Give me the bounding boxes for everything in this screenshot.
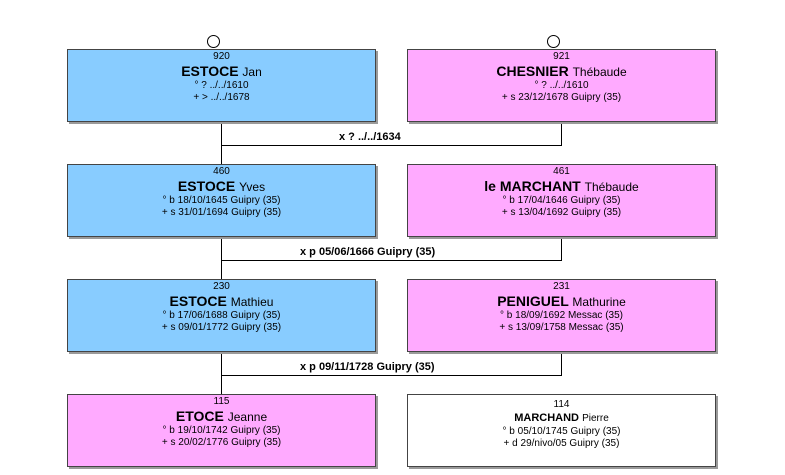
sosa-number: 460	[213, 166, 230, 177]
death-info: + s 09/01/1772 Guipry (35)	[161, 322, 282, 333]
ancestor-marker-921[interactable]	[547, 35, 560, 48]
birth-info: ° b 18/09/1692 Messac (35)	[500, 310, 623, 321]
given-name: Pierre	[582, 413, 609, 424]
death-info: + s 31/01/1694 Guipry (35)	[161, 207, 282, 218]
surname: ESTOCE	[177, 178, 236, 194]
surname: ETOCE	[175, 408, 224, 424]
death-info: + s 13/09/1758 Messac (35)	[499, 322, 624, 333]
person-card-920[interactable]: 920 ESTOCE Jan ° ? ../../1610 + > ../../…	[67, 49, 376, 122]
sosa-number: 114	[553, 399, 570, 410]
connector-to-115	[221, 375, 222, 394]
surname: MARCHAND	[514, 412, 580, 424]
marriage-label-gen1: x ? ../../1634	[339, 131, 401, 143]
death-info: + s 20/02/1776 Guipry (35)	[161, 437, 282, 448]
birth-info: ° ? ../../1610	[194, 80, 249, 91]
given-name: Mathieu	[230, 295, 274, 309]
given-name: Mathurine	[572, 295, 626, 309]
birth-info: ° b 18/10/1645 Guipry (35)	[162, 195, 281, 206]
couple-line-gen2	[221, 260, 562, 261]
person-name: PENIGUEL Mathurine	[408, 293, 715, 310]
birth-info: ° ? ../../1610	[534, 80, 589, 91]
birth-info: ° b 17/04/1646 Guipry (35)	[502, 195, 621, 206]
person-card-231[interactable]: 231 PENIGUEL Mathurine ° b 18/09/1692 Me…	[407, 279, 716, 352]
death-info: + s 23/12/1678 Guipry (35)	[501, 92, 622, 103]
couple-line-gen1	[221, 145, 562, 146]
connector-231-down	[561, 352, 562, 375]
death-info: + d 29/nivo/05 Guipry (35)	[503, 438, 620, 449]
person-name: MARCHAND Pierre	[408, 411, 715, 426]
connector-921-down	[561, 122, 562, 145]
person-card-115[interactable]: 115 ETOCE Jeanne ° b 19/10/1742 Guipry (…	[67, 394, 376, 467]
birth-info: ° b 19/10/1742 Guipry (35)	[162, 425, 281, 436]
surname: PENIGUEL	[497, 293, 569, 309]
person-card-114[interactable]: 114 MARCHAND Pierre ° b 05/10/1745 Guipr…	[407, 394, 716, 467]
person-card-230[interactable]: 230 ESTOCE Mathieu ° b 17/06/1688 Guipry…	[67, 279, 376, 352]
sosa-number: 461	[553, 166, 570, 177]
person-name: ESTOCE Jan	[68, 63, 375, 80]
couple-line-gen3	[221, 375, 562, 376]
person-name: ESTOCE Mathieu	[68, 293, 375, 310]
sosa-number: 230	[213, 281, 230, 292]
death-info: + s 13/04/1692 Guipry (35)	[501, 207, 622, 218]
birth-info: ° b 05/10/1745 Guipry (35)	[502, 426, 621, 437]
sosa-number: 920	[213, 51, 230, 62]
given-name: Thébaude	[584, 180, 639, 194]
person-card-460[interactable]: 460 ESTOCE Yves ° b 18/10/1645 Guipry (3…	[67, 164, 376, 237]
person-name: le MARCHANT Thébaude	[408, 178, 715, 195]
sosa-number: 231	[553, 281, 570, 292]
surname: le MARCHANT	[484, 178, 581, 194]
surname: CHESNIER	[496, 63, 569, 79]
given-name: Thébaude	[572, 65, 627, 79]
sosa-number: 115	[213, 396, 230, 407]
connector-461-down	[561, 237, 562, 260]
connector-460-down	[221, 237, 222, 260]
person-name: CHESNIER Thébaude	[408, 63, 715, 80]
given-name: Jan	[242, 65, 262, 79]
person-name: ESTOCE Yves	[68, 178, 375, 195]
death-info: + > ../../1678	[193, 92, 250, 103]
given-name: Jeanne	[227, 410, 268, 424]
connector-230-down	[221, 352, 222, 375]
birth-info: ° b 17/06/1688 Guipry (35)	[162, 310, 281, 321]
connector-to-460	[221, 145, 222, 164]
marriage-label-gen2: x p 05/06/1666 Guipry (35)	[300, 246, 436, 258]
person-name: ETOCE Jeanne	[68, 408, 375, 425]
connector-to-230	[221, 260, 222, 279]
ancestor-marker-920[interactable]	[207, 35, 220, 48]
connector-920-down	[221, 122, 222, 145]
marriage-label-gen3: x p 09/11/1728 Guipry (35)	[300, 361, 435, 373]
surname: ESTOCE	[181, 63, 239, 79]
surname: ESTOCE	[169, 293, 227, 309]
person-card-461[interactable]: 461 le MARCHANT Thébaude ° b 17/04/1646 …	[407, 164, 716, 237]
given-name: Yves	[239, 180, 266, 194]
sosa-number: 921	[553, 51, 570, 62]
person-card-921[interactable]: 921 CHESNIER Thébaude ° ? ../../1610 + s…	[407, 49, 716, 122]
